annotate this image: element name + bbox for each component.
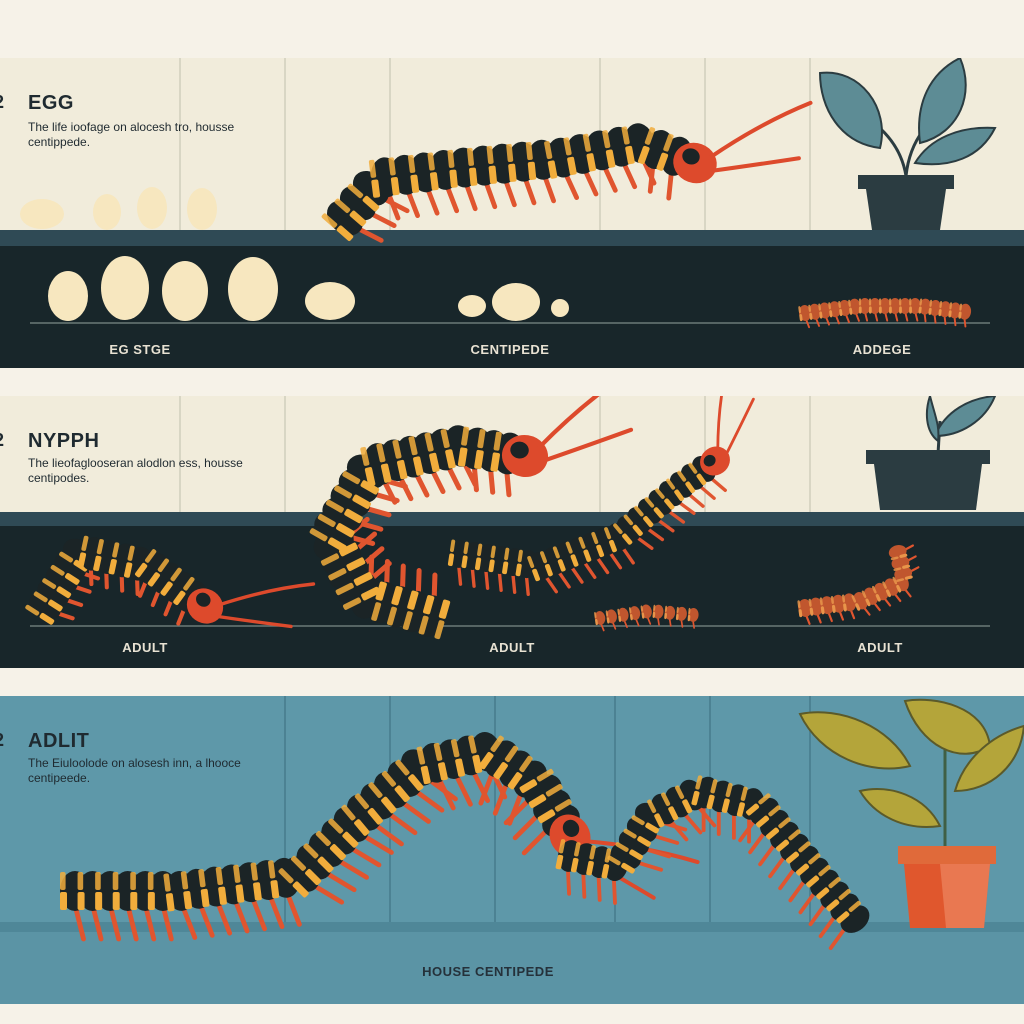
- egg-scene: [0, 58, 1024, 368]
- stage-label: ADULT: [122, 640, 168, 655]
- stage-number: 2: [0, 430, 4, 451]
- centipede-icon: [798, 298, 972, 329]
- nymph-scene: [0, 396, 1024, 668]
- egg-icon: [20, 187, 217, 230]
- stage-label: ADDEGE: [852, 342, 912, 357]
- centipede-icon: [594, 604, 699, 632]
- potted-plant-icon: [818, 58, 997, 230]
- panel-egg: 2 EGG The life ioofage on alocesh tro, h…: [0, 58, 1024, 368]
- stage-label: ADULT: [489, 640, 535, 655]
- centipede-icon: [797, 544, 920, 625]
- stage-number: 2: [0, 730, 4, 751]
- stage-label: EG STGE: [109, 342, 171, 357]
- potted-plant-icon: [798, 698, 1024, 928]
- stage-description: The Eiuloolode on alosesh inn, a lhooce …: [28, 756, 241, 785]
- centipede-icon: [321, 100, 813, 243]
- stage-description: The life ioofage on alocesh tro, housse …: [28, 120, 235, 149]
- centipede-icon: [447, 396, 755, 597]
- centipede-icon: [555, 775, 870, 950]
- stage-description: The lieofaglooseran alodlon ess, housse …: [28, 456, 243, 485]
- panel-adult: 2 ADLIT The Eiuloolode on alosesh inn, a…: [0, 696, 1024, 1004]
- egg-cluster: [48, 256, 569, 321]
- centipede-icon: [60, 731, 700, 942]
- stage-title: ADLIT: [28, 730, 90, 752]
- centipede-icon: [309, 396, 634, 640]
- stage-number: 2: [0, 92, 4, 113]
- potted-plant-icon: [866, 396, 997, 510]
- stage-label: CENTIPEDE: [470, 342, 550, 357]
- panel-nymph: 2 NYPPH The lieofaglooseran alodlon ess,…: [0, 396, 1024, 668]
- stage-title: NYPPH: [28, 430, 100, 452]
- centipede-icon: [25, 535, 316, 629]
- adult-scene: [0, 696, 1024, 1004]
- stage-label: HOUSE CENTIPEDE: [422, 964, 554, 979]
- stage-title: EGG: [28, 92, 74, 114]
- stage-label: ADULT: [857, 640, 903, 655]
